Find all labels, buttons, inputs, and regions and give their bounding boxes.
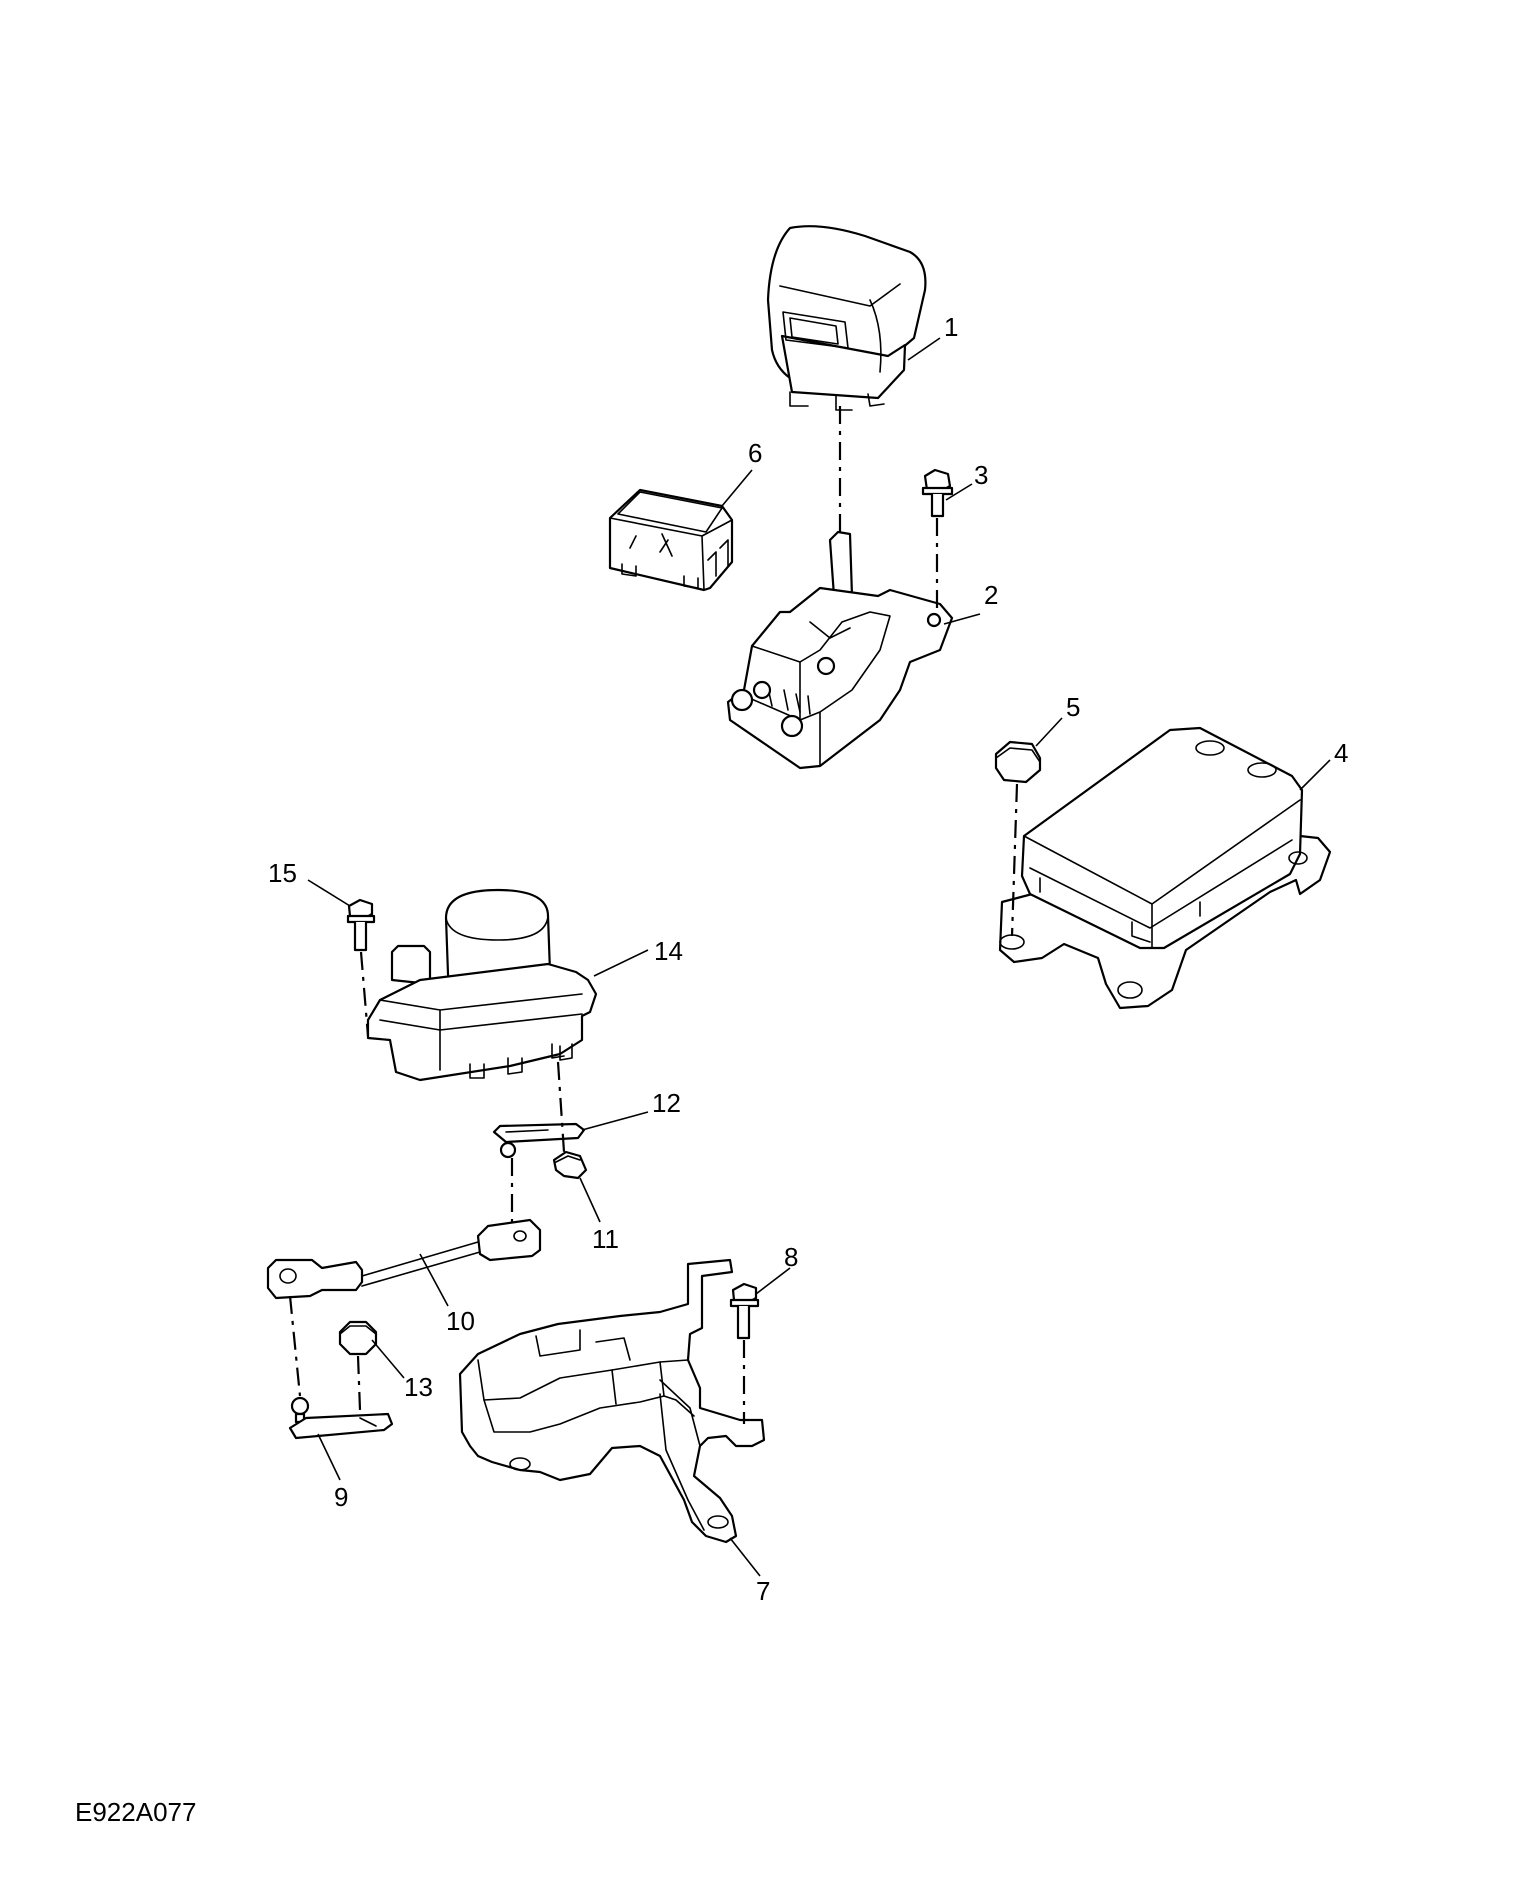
part-8-bolt <box>729 1282 760 1340</box>
callout-labels: 1 2 3 4 5 6 7 8 9 10 11 12 13 14 15 <box>268 312 1348 1606</box>
callout-14: 14 <box>654 936 683 966</box>
callout-2: 2 <box>984 580 998 610</box>
part-14-actuator-motor <box>366 888 598 1082</box>
callout-13: 13 <box>404 1372 433 1402</box>
callout-12: 12 <box>652 1088 681 1118</box>
part-1-selector-knob <box>766 225 927 411</box>
leader-lines <box>307 337 1331 1577</box>
callout-15: 15 <box>268 858 297 888</box>
drawing-reference-id: E922A077 <box>75 1797 197 1827</box>
part-5-nut <box>994 740 1042 784</box>
part-12-lever <box>492 1122 586 1159</box>
callout-6: 6 <box>748 438 762 468</box>
callout-5: 5 <box>1066 692 1080 722</box>
callout-1: 1 <box>944 312 958 342</box>
part-2-selector-housing <box>726 530 954 770</box>
part-15-bolt <box>346 898 376 952</box>
callout-3: 3 <box>974 460 988 490</box>
part-7-mounting-bracket <box>458 1258 766 1544</box>
part-3-bolt <box>921 468 954 518</box>
part-9-ball-lever <box>288 1396 394 1440</box>
callout-11: 11 <box>592 1224 619 1254</box>
callout-9: 9 <box>334 1482 348 1512</box>
part-4-control-module <box>998 726 1332 1010</box>
callout-8: 8 <box>784 1242 798 1272</box>
assembly-lines <box>288 406 1019 1424</box>
part-10-link-rod <box>266 1218 542 1300</box>
part-11-nut <box>552 1150 588 1180</box>
callout-7: 7 <box>756 1576 770 1606</box>
part-13-nut <box>338 1320 378 1356</box>
part-6-switch-module <box>608 488 734 592</box>
callout-10: 10 <box>446 1306 475 1336</box>
callout-4: 4 <box>1334 738 1348 768</box>
